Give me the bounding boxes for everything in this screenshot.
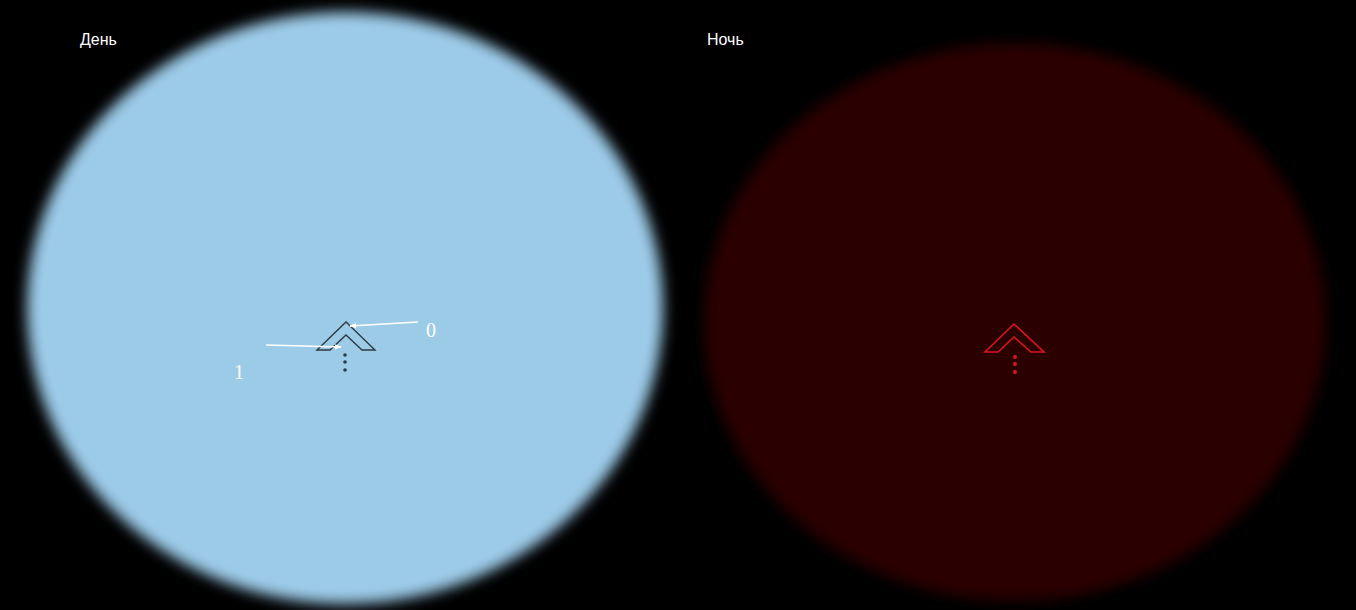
dot: [1013, 370, 1017, 374]
callout-number: 0: [426, 320, 436, 340]
view-title: День: [80, 32, 117, 48]
night-reticle: [985, 324, 1044, 374]
chevron: [985, 324, 1044, 352]
leader-arrow: [266, 345, 341, 347]
night-view: [704, 43, 1326, 601]
dot: [1013, 362, 1017, 366]
dot: [1013, 355, 1017, 359]
dot: [343, 360, 347, 364]
callout-number: 1: [234, 362, 244, 382]
leader-arrow: [350, 322, 418, 326]
day-view: [27, 12, 663, 604]
view-title: Ночь: [707, 32, 744, 48]
dot: [343, 368, 347, 372]
dot: [343, 353, 347, 357]
